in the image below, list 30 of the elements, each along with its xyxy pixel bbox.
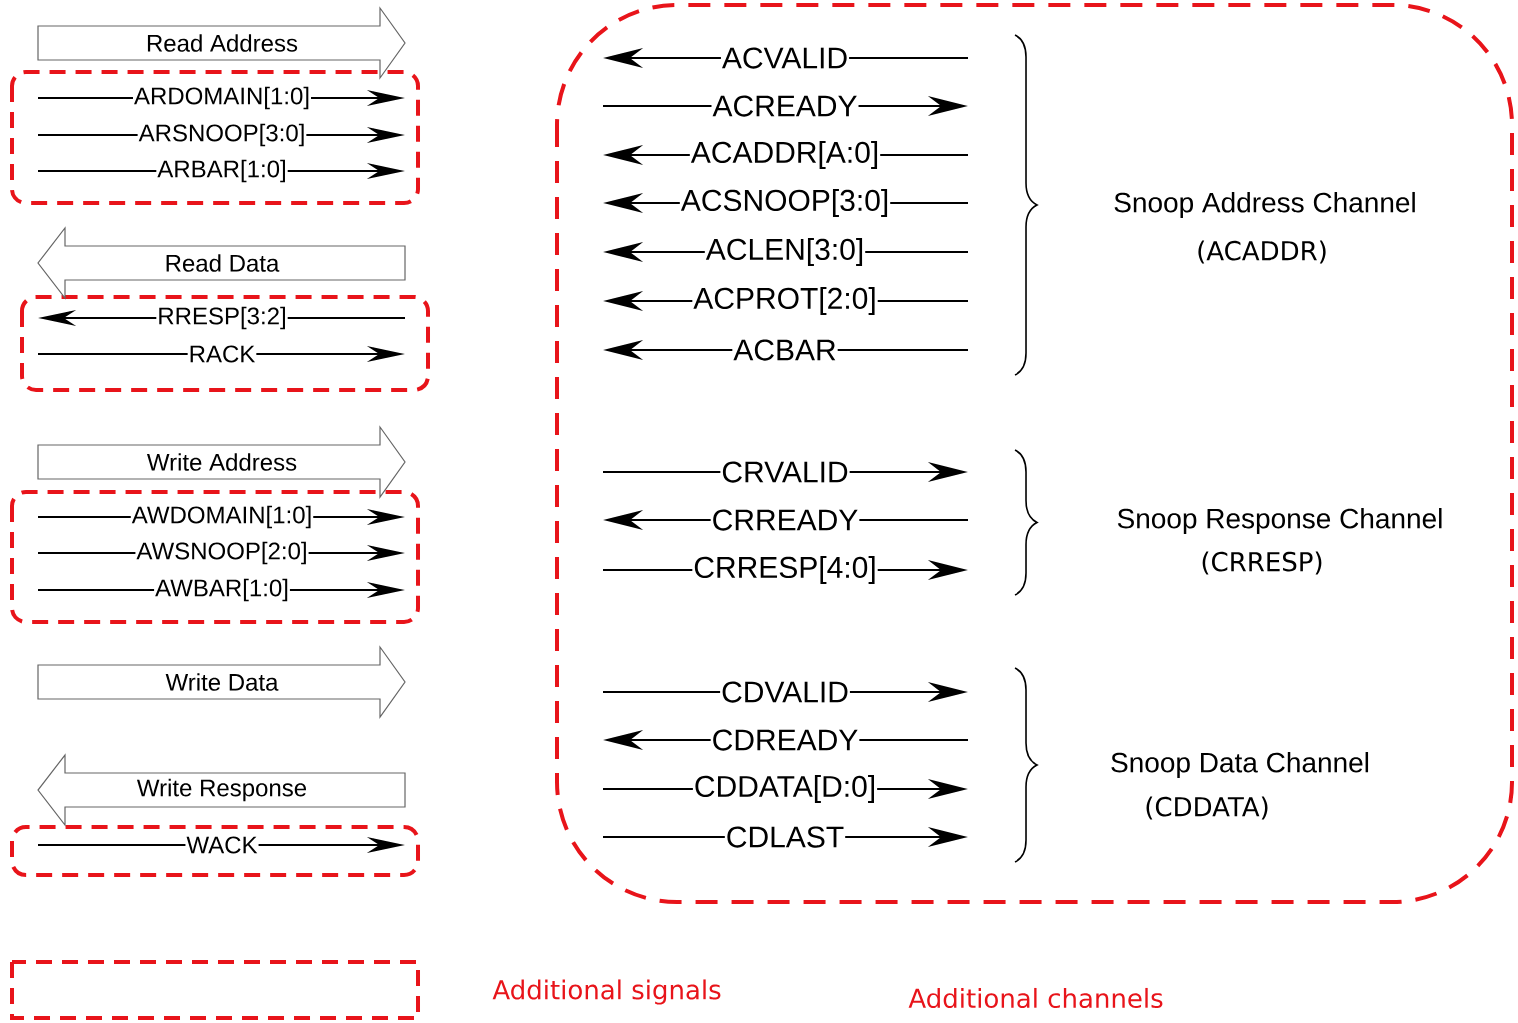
signal-label: AWSNOOP[2:0] xyxy=(135,540,309,566)
signal-label: ACADDR[A:0] xyxy=(689,140,881,170)
channel-label: (CDDATA) xyxy=(1146,796,1268,820)
signal-label: RRESP[3:2] xyxy=(156,305,288,331)
signal-label: RACK xyxy=(187,344,257,364)
signal-label: CRRESP[4:0] xyxy=(692,555,878,585)
signal-label: ACVALID xyxy=(720,46,850,70)
signal-label: ACSNOOP[3:0] xyxy=(679,188,891,218)
signal-label: CDVALID xyxy=(720,680,850,704)
channel-label: (ACADDR) xyxy=(1198,240,1326,264)
signal-label: CDDATA[D:0] xyxy=(692,774,878,804)
signal-label: CDLAST xyxy=(724,825,846,849)
signal-label: CDREADY xyxy=(710,728,860,752)
legend-entry: Additional channels xyxy=(908,987,1163,1009)
signal-label: ACPROT[2:0] xyxy=(692,286,878,316)
signal-label: ARDOMAIN[1:0] xyxy=(133,85,312,111)
channel-label: (CRRESP) xyxy=(1202,551,1322,575)
signal-label: AWDOMAIN[1:0] xyxy=(130,504,314,530)
signal-label: AWBAR[1:0] xyxy=(154,577,290,603)
signal-label: CRVALID xyxy=(720,460,850,484)
signal-label: ARBAR[1:0] xyxy=(156,158,288,184)
signal-label: ACLEN[3:0] xyxy=(704,237,866,267)
signal-label: ARSNOOP[3:0] xyxy=(137,122,307,148)
channel-label: Snoop Response Channel xyxy=(1117,507,1442,535)
channel-label: Snoop Data Channel xyxy=(1111,751,1369,779)
signal-label: ACREADY xyxy=(711,94,859,118)
channel-label: Snoop Address Channel xyxy=(1114,191,1415,219)
signal-label: CRREADY xyxy=(710,508,860,532)
legend-entry: Additional signals xyxy=(10,960,721,1020)
signal-label: ACBAR xyxy=(732,338,838,362)
